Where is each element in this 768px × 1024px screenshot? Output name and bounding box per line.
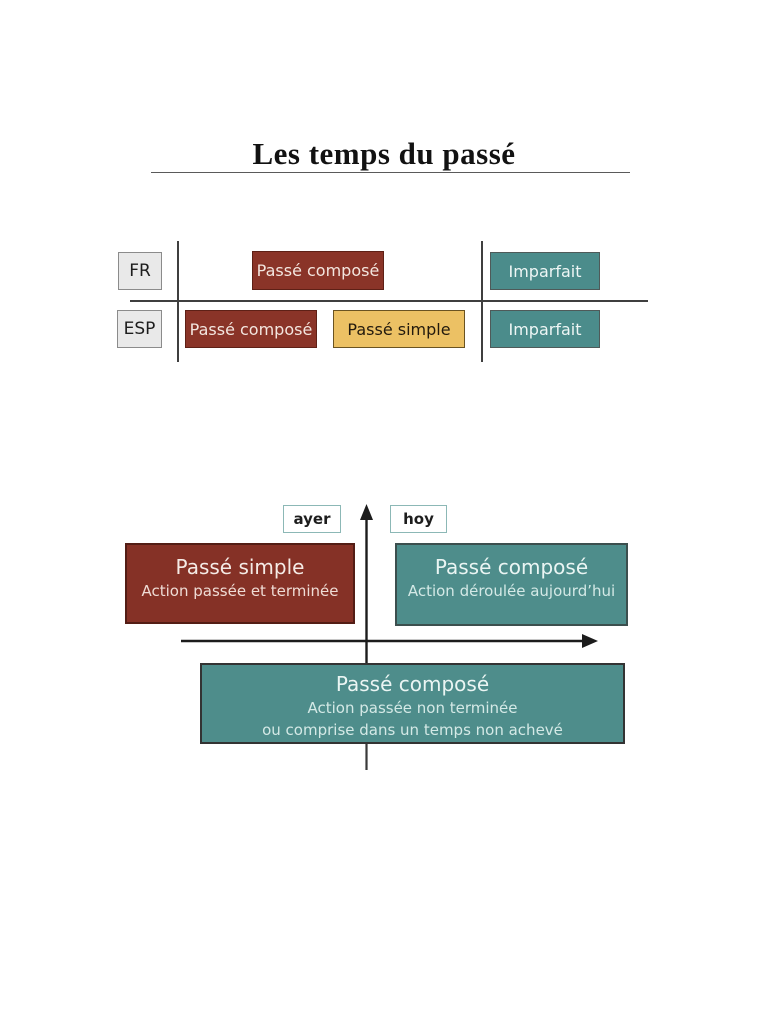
passe-compose-today-box: Passé composé Action déroulée aujourd’hu… — [395, 543, 628, 626]
passe-compose-ongoing-line2: ou comprise dans un temps non achevé — [262, 721, 563, 740]
passe-compose-today-title: Passé composé — [434, 555, 589, 579]
row-label-esp: ESP — [117, 310, 162, 348]
table-hline-middle — [130, 300, 648, 302]
passe-simple-subtitle: Action passée et terminée — [141, 582, 339, 600]
passe-compose-ongoing-line1: Action passée non terminée — [307, 699, 518, 717]
passe-compose-today-subtitle: Action déroulée aujourd’hui — [407, 582, 616, 600]
up-arrowhead-icon — [360, 504, 373, 520]
fr-passe-compose-cell: Passé composé — [252, 251, 384, 290]
esp-imparfait-cell: Imparfait — [490, 310, 600, 348]
hoy-label-box: hoy — [390, 505, 447, 533]
esp-passe-simple-cell: Passé simple — [333, 310, 465, 348]
title-underline — [151, 172, 630, 173]
ayer-label-box: ayer — [283, 505, 341, 533]
row-label-fr: FR — [118, 252, 162, 290]
fr-imparfait-cell: Imparfait — [490, 252, 600, 290]
right-arrowhead-icon — [582, 634, 598, 648]
page-title: Les temps du passé — [252, 136, 516, 171]
passe-simple-title: Passé simple — [175, 555, 305, 579]
passe-compose-ongoing-box: Passé composé Action passée non terminée… — [200, 663, 625, 744]
esp-passe-compose-cell: Passé composé — [185, 310, 317, 348]
passe-compose-ongoing-title: Passé composé — [335, 672, 490, 696]
passe-simple-box: Passé simple Action passée et terminée — [125, 543, 355, 624]
